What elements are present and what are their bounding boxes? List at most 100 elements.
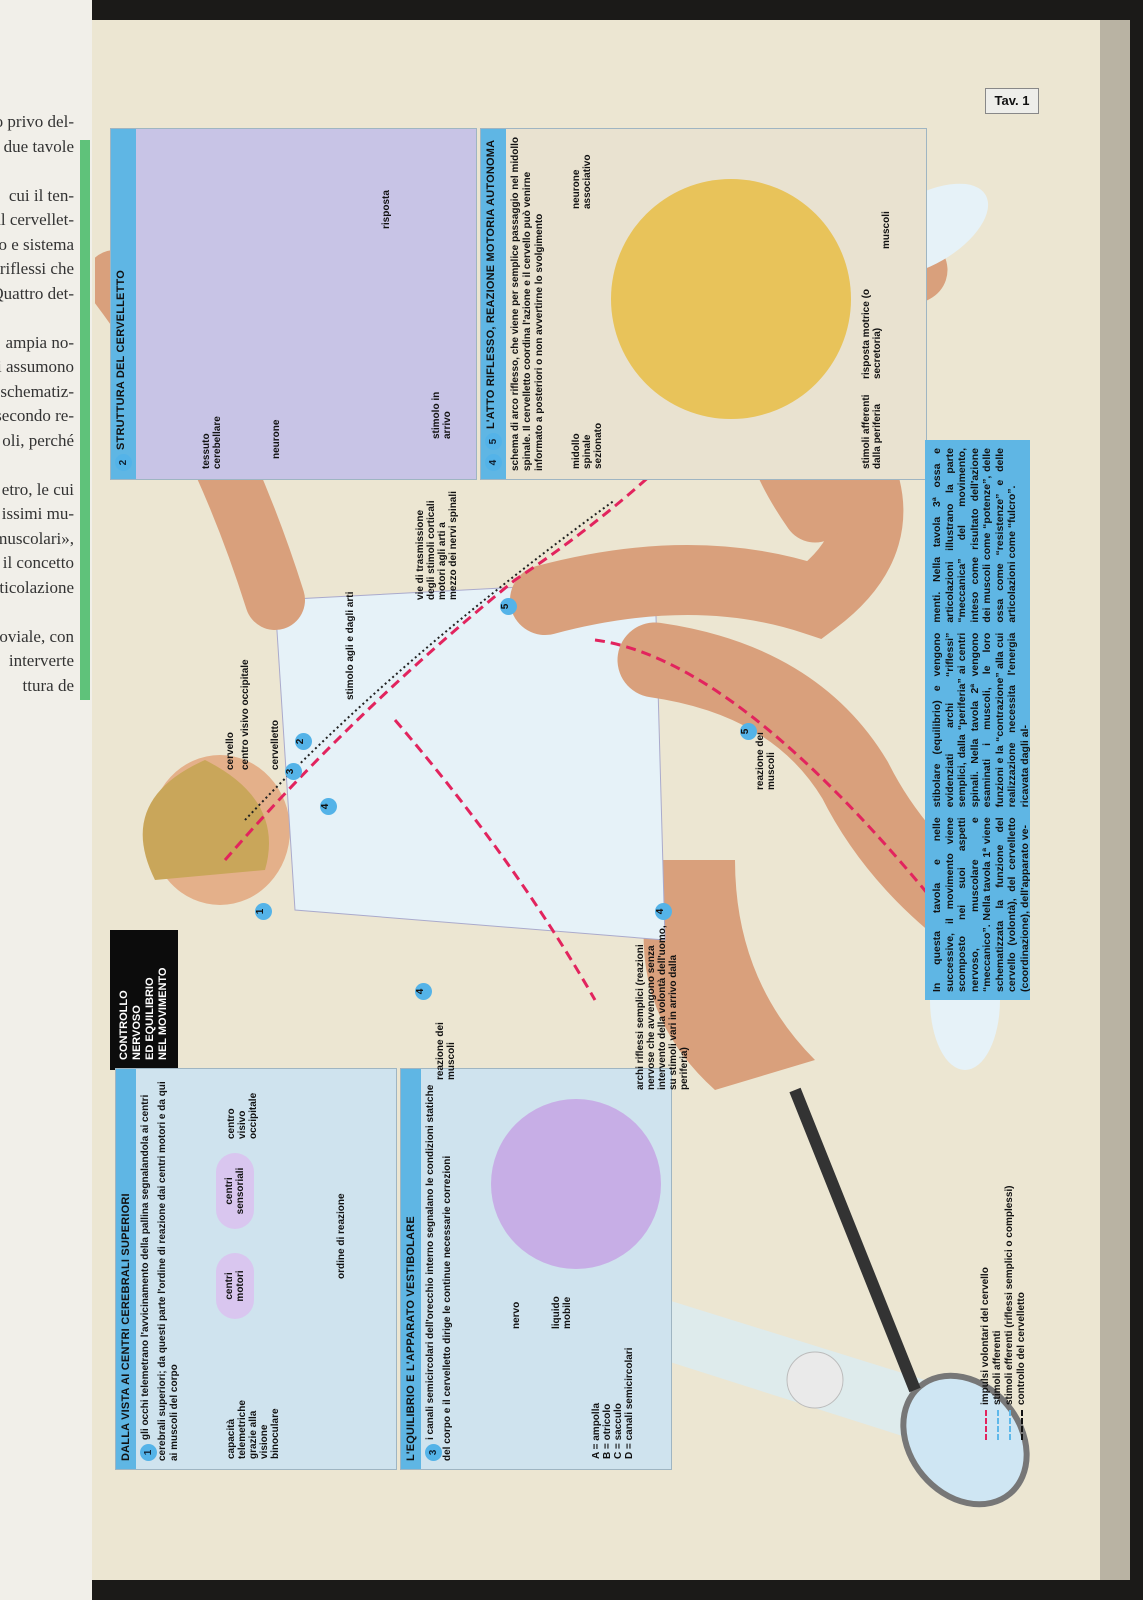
text-line [0,453,74,478]
text-line: etro, le cui [1,479,74,499]
number-badge: 5 [500,598,517,615]
text-line [0,159,74,184]
text-line [0,306,74,331]
number-badge: 4 [320,798,337,815]
text-line: due tavole [3,136,74,156]
text-line: issimi mu- [1,504,74,523]
text-line: interverte [8,651,74,670]
label: centri sensoriali [216,1153,254,1229]
key-item: B = otricolo [602,1403,613,1459]
label: stimolo in arrivo [431,391,453,439]
text-line: riflessi che [0,259,74,278]
intro-text-box: In questa tavola e nelle successive, il … [925,440,1031,1000]
label: risposta motrice (o secretoria) [861,288,883,379]
text-line: o e sistema [0,234,74,254]
legend-label: stimoli afferenti [992,1330,1003,1405]
facing-page: ro privo del-due tavole cui il ten-al ce… [0,0,92,1600]
number-badge: 2 [115,454,132,471]
text-line: i assumono [0,357,74,376]
panel-vestibular: L'EQUILIBRIO E L'APPARATO VESTIBOLARE 3i… [400,1068,672,1470]
label: neurone associativo [571,154,593,209]
label-vie: vie di trasmissione degli stimoli cortic… [415,491,459,600]
tennis-player-illustration [95,183,1030,1508]
plate-title-block: CONTROLLO NERVOSO ED EQUILIBRIO NEL MOVI… [110,930,178,1070]
legend-item: stimoli efferenti (riflessi semplici o c… [1004,1185,1016,1440]
legend-arrow-icon [1021,1410,1023,1440]
number-badge: 3 [285,763,302,780]
text-line: ticolazione [0,577,74,597]
legend-label: controllo del cervelletto [1016,1292,1027,1405]
legend-label: impulsi volontari del cervello [980,1267,991,1405]
panel-title-text: STRUTTURA DEL CERVELLETTO [115,270,127,450]
number-badge: 1 [255,903,272,920]
label-cervelletto: cervelletto [270,719,281,770]
panel-vision: DALLA VISTA AI CENTRI CEREBRALI SUPERIOR… [115,1068,397,1470]
text-line: cui il ten- [8,185,74,205]
label: neurone [271,419,282,459]
panel-title-text: L'ATTO RIFLESSO, REAZIONE MOTORIA AUTONO… [485,139,497,429]
number-badge: 1 [140,1444,157,1461]
text-line: ampia no- [5,332,74,352]
label: risposta [381,190,392,229]
legend-arrow-icon [985,1410,987,1440]
number-badge: 2 [295,733,312,750]
title-line: CONTROLLO [118,990,130,1060]
text-line: schematiz- [0,381,74,401]
intro-column: In questa tavola e nelle successive, il … [931,817,1031,992]
text-line: Quattro det- [0,283,74,303]
label: muscoli [881,211,892,249]
legend-label: stimoli efferenti (riflessi semplici o c… [1004,1185,1015,1405]
label: liquido mobile [551,1296,573,1329]
text-line: ro privo del- [0,112,74,131]
number-badge: 5 [485,433,502,450]
text-line: ttura de [22,675,74,695]
panel-cerebellum: 2 STRUTTURA DEL CERVELLETTO tessuto cereb… [110,128,477,480]
label: centro visivo occipitale [226,1092,259,1139]
number-badge: 5 [740,723,757,740]
text-line: al cervellet- [0,210,74,229]
label: nervo [511,1301,522,1329]
legend-arrow-icon [997,1410,999,1440]
page-edge-tab [80,140,90,700]
text-line: il concetto [2,553,74,572]
text-line: secondo re- [0,406,74,425]
label-reazione: reazione dei muscoli [435,1022,457,1080]
label: centri motori [216,1253,254,1319]
key-item: C = sacculo [613,1403,624,1459]
text-line [0,600,74,625]
key-item: D = canali semicircolari [624,1347,635,1459]
panel-title: DALLA VISTA AI CENTRI CEREBRALI SUPERIOR… [116,1069,136,1469]
panel-text: gli occhi telemetrano l'avvicinamento de… [140,1081,180,1461]
title-line: NEL MOVIMENTO [157,967,169,1061]
title-line: NERVOSO [131,1005,143,1060]
intro-column: stibolare (equilibrio) e vengono evidenz… [931,632,1031,808]
number-badge: 4 [655,903,672,920]
label-stimolo: stimolo agli e dagli arti [345,591,356,700]
key-item: A = ampolla [591,1402,602,1459]
legend-item: controllo del cervelletto [1016,1185,1028,1440]
plate-number-label: Tav. 1 [985,88,1039,114]
text-line: oviale, con [0,626,74,646]
legend-item: impulsi volontari del cervello [980,1185,992,1440]
panel-title: 2 STRUTTURA DEL CERVELLETTO [111,129,136,479]
label-reazione: reazione dei muscoli [755,732,777,790]
panel-text: i canali semicircolari dell'orecchio int… [425,1084,453,1461]
label: stimoli afferenti dalla periferia [861,394,883,469]
title-line: ED EQUILIBRIO [144,977,156,1060]
legend-arrow-icon [1009,1410,1011,1440]
panel-title: L'EQUILIBRIO E L'APPARATO VESTIBOLARE [401,1069,421,1469]
legend-item: stimoli afferenti [992,1185,1004,1440]
panel-text: schema di arco riflesso, che viene per s… [510,136,545,471]
number-badge: 3 [425,1444,442,1461]
intro-column: menti. Nella tavola 3ª ossa e articolazi… [931,447,1018,623]
label-archi: archi riflessi semplici (reazioni nervos… [635,925,690,1090]
illustration-plate: CONTROLLO NERVOSO ED EQUILIBRIO NEL MOVI… [95,25,1040,1560]
key-list: A = ampolla B = otricolo C = sacculo D =… [591,1348,635,1459]
panel-reflex: 4 5 L'ATTO RIFLESSO, REAZIONE MOTORIA AUTO… [480,128,927,480]
number-badge: 4 [485,454,502,471]
label: tessuto cerebellare [201,416,223,469]
label-occipital: centro visivo occipitale [240,659,251,770]
label: midollo spinale sezionato [571,422,604,469]
page-edge [1100,20,1130,1580]
